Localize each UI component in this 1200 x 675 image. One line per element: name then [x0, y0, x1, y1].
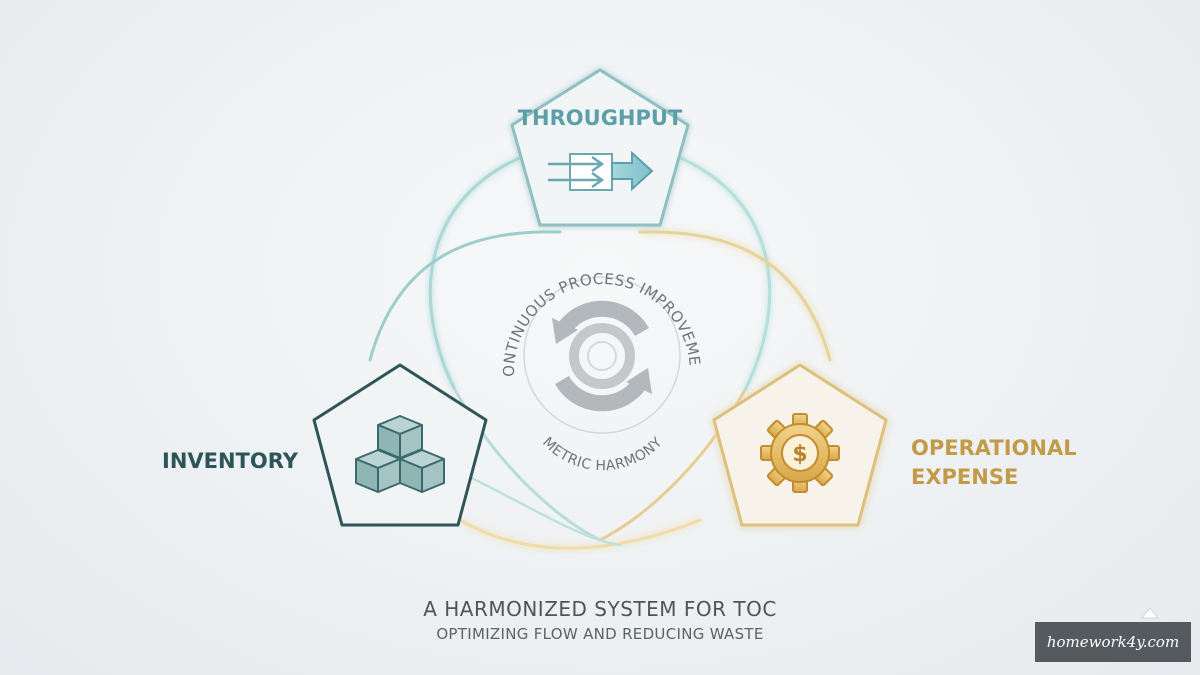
operational-expense-node: $	[712, 363, 888, 527]
stacked-boxes-icon	[355, 415, 445, 493]
svg-text:$: $	[792, 442, 807, 467]
corner-triangle-icon	[1140, 607, 1160, 619]
center-bottom-arc-text: METRIC HARMONY	[539, 434, 666, 474]
watermark-badge: homework4y.com	[1035, 622, 1191, 662]
operational-expense-label: OPERATIONAL EXPENSE	[911, 434, 1077, 492]
inventory-label: INVENTORY	[162, 449, 298, 473]
operational-expense-line1: OPERATIONAL	[911, 436, 1077, 460]
throughput-node	[510, 68, 690, 227]
arrow-flow-icon	[548, 150, 654, 192]
cycle-arrows-icon	[552, 300, 652, 412]
inventory-node	[312, 363, 488, 527]
caption-title: A HARMONIZED SYSTEM FOR TOC	[423, 597, 777, 621]
operational-expense-line2: EXPENSE	[911, 465, 1019, 489]
throughput-label: THROUGHPUT	[517, 106, 683, 130]
caption-subtitle: OPTIMIZING FLOW AND REDUCING WASTE	[436, 625, 764, 643]
dollar-gear-icon: $	[760, 413, 840, 493]
